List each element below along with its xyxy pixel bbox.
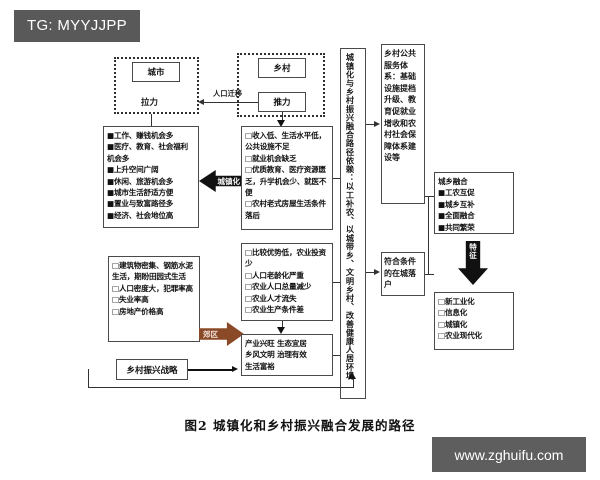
- list-item: ■城乡互补: [438, 199, 475, 209]
- settle-in-city-box: 符合条件的在城落户: [381, 252, 425, 296]
- integration-path-box: 城镇化与乡村振兴融合路径依赖：以工补农、以城带乡、文明乡村、改善健康人居环境: [340, 48, 366, 399]
- watermark-tag: TG: MYYJJPP: [14, 10, 140, 42]
- public-service-system-text: 乡村公共服务体系：基础设施提档升级、教育促就业增收和农村社会保障体系建设等: [384, 49, 416, 163]
- goal-line: 产业兴旺 生态宜居: [245, 339, 307, 348]
- revitalization-goals-box: 产业兴旺 生态宜居 乡风文明 治理有效 生活富裕: [241, 334, 333, 376]
- path-to-settle-line: [366, 272, 375, 273]
- list-item: ■工农互促: [438, 188, 475, 198]
- list-item: □人口密度大，犯罪率高: [112, 283, 193, 293]
- city-pull-connector: [151, 114, 152, 126]
- path-to-service-arrowhead-icon: [374, 121, 380, 127]
- list-item: □房地产价格高: [112, 306, 164, 316]
- integration-side-riser: [428, 196, 429, 274]
- list-item: □农村老式房屋生活条件落后: [245, 199, 326, 220]
- problems-to-path-line: [333, 282, 340, 283]
- list-item: □建筑物密集、钢筋水泥生活，期盼田园式生活: [112, 261, 193, 282]
- migration-arrowhead-icon: [198, 99, 204, 105]
- rural-box: 乡村: [258, 58, 306, 78]
- migration-line: [204, 102, 258, 103]
- bottom-return-riser: [353, 377, 354, 388]
- list-item: ■经济、社会地位高: [107, 210, 174, 220]
- list-item: ■置业与致富路径多: [107, 199, 174, 209]
- list-item: ■工作、赚钱机会多: [107, 131, 174, 140]
- public-service-system-box: 乡村公共服务体系：基础设施提档升级、教育促就业增收和农村社会保障体系建设等: [381, 44, 425, 204]
- push-down-arrowhead-icon: [277, 120, 285, 127]
- goals-to-path-line: [333, 355, 340, 356]
- strategy-arrow-line: [188, 369, 234, 371]
- modernization-box: □新工业化 □信息化 □城镇化 □农业现代化: [434, 292, 514, 350]
- list-item: □农业现代化: [438, 331, 482, 341]
- path-to-settle-arrowhead-icon: [374, 269, 380, 275]
- urban-rural-integration-box: 城乡融合 ■工农互促 ■城乡互补 ■全面融合 ■共同繁荣: [434, 172, 514, 234]
- suburb-arrow-label: 郊区: [203, 329, 218, 339]
- suburb-arrow: 郊区: [199, 322, 244, 346]
- list-item: □城镇化: [438, 319, 468, 329]
- city-problems-box: □建筑物密集、钢筋水泥生活，期盼田园式生活 □人口密度大，犯罪率高 □失业率高 …: [108, 256, 200, 342]
- list-item: □比较优势低，农业投资少: [245, 248, 326, 269]
- list-item: □农业人口总量减少: [245, 282, 312, 292]
- list-item: □农业生产条件差: [245, 305, 304, 315]
- goal-line: 生活富裕: [245, 361, 275, 371]
- city-pull-label: 拉力: [141, 98, 159, 108]
- list-item: □就业机会缺乏: [245, 153, 297, 163]
- rural-revitalization-strategy-box: 乡村振兴战略: [116, 359, 188, 380]
- characteristic-arrow: 特征: [458, 241, 488, 285]
- settle-to-integration-line: [425, 274, 434, 275]
- list-item: ■休闲、旅游机会多: [107, 176, 174, 186]
- service-to-integration-line: [425, 196, 434, 197]
- list-item: □人口老龄化严重: [245, 270, 304, 280]
- list-item: □收入低、生活水平低，公共设施不足: [245, 131, 326, 152]
- bottom-return-left-riser: [88, 369, 89, 388]
- list-item: ■全面融合: [438, 211, 475, 221]
- migration-label: 人口迁移: [213, 89, 243, 98]
- list-item: ■医疗、教育、社会福利机会多: [107, 142, 188, 163]
- rural-push-factors-box: □收入低、生活水平低，公共设施不足 □就业机会缺乏 □优质教育、医疗资源匮乏，升…: [241, 126, 333, 230]
- city-pull-factors-box: ■工作、赚钱机会多 ■医疗、教育、社会福利机会多 ■上升空间广阔 ■休闲、旅游机…: [103, 126, 199, 228]
- site-watermark: www.zghuifu.com: [432, 437, 586, 472]
- list-item: ■上升空间广阔: [107, 165, 159, 175]
- bottom-return-line: [88, 387, 353, 388]
- list-item: □信息化: [438, 308, 468, 318]
- rural-problems-down-arrowhead-icon: [277, 327, 285, 334]
- push-to-path-line: [333, 178, 340, 179]
- rural-group-frame: [237, 53, 325, 117]
- path-to-service-line: [366, 124, 375, 125]
- settle-in-city-text: 符合条件的在城落户: [384, 257, 416, 290]
- list-item: □新工业化: [438, 297, 475, 306]
- push-down-line: [282, 112, 283, 124]
- bottom-return-arrowhead-icon: [348, 372, 356, 379]
- characteristic-arrow-label: 特征: [468, 243, 478, 260]
- rural-problems-box: □比较优势低，农业投资少 □人口老龄化严重 □农业人口总量减少 □农业人才流失 …: [241, 243, 333, 321]
- figure-caption: 图2 城镇化和乡村振兴融合发展的路径: [184, 418, 416, 433]
- goal-line: 乡风文明 治理有效: [245, 350, 307, 360]
- urbanization-arrow-label: 城镇化: [217, 176, 241, 186]
- integration-path-text: 城镇化与乡村振兴融合路径依赖：以工补农、以城带乡、文明乡村、改善健康人居环境: [345, 53, 355, 380]
- urbanization-arrow: 城镇化: [199, 170, 243, 192]
- strategy-arrowhead-icon: [232, 366, 238, 372]
- list-item: □优质教育、医疗资源匮乏，升学机会少、就医不便: [245, 165, 327, 198]
- list-item: ■城市生活舒适方便: [107, 188, 174, 198]
- city-group-frame: [114, 57, 199, 114]
- push-force-box: 推力: [258, 92, 306, 112]
- list-item: □失业率高: [112, 295, 149, 305]
- list-item: □农业人才流失: [245, 293, 297, 303]
- integration-title: 城乡融合: [438, 177, 468, 186]
- rural-problems-down-line: [282, 321, 283, 330]
- city-box: 城市: [132, 62, 180, 82]
- list-item: ■共同繁荣: [438, 222, 475, 232]
